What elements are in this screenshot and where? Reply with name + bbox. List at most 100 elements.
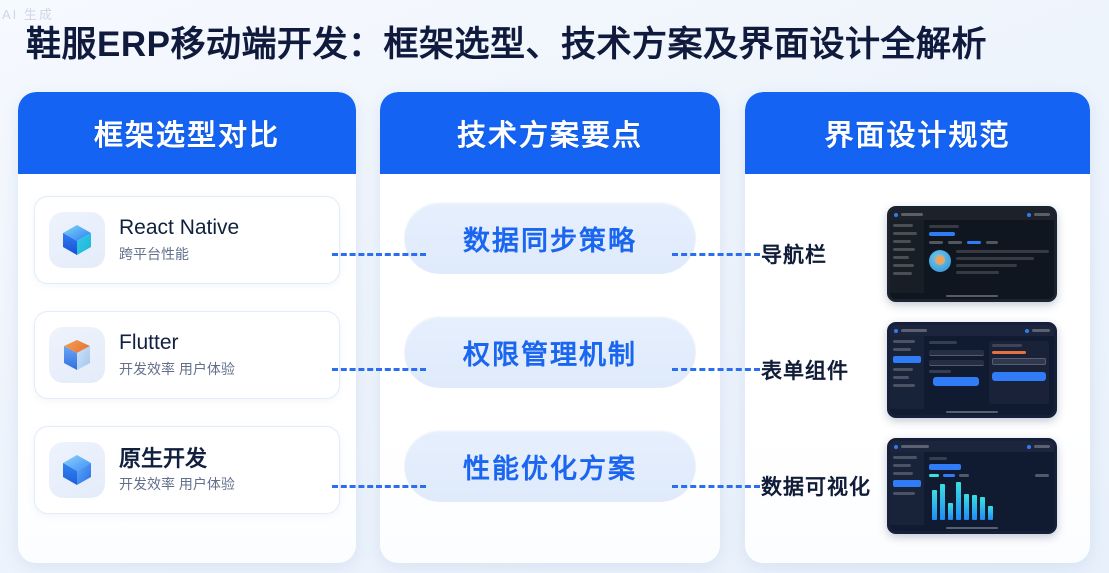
thumbnail-body <box>890 452 1054 525</box>
form-input <box>929 360 984 366</box>
content-tabs <box>929 241 1049 244</box>
form-panel-right <box>988 341 1049 404</box>
panel-body-tech-solution: 数据同步策略 权限管理机制 性能优化方案 <box>380 174 720 563</box>
titlebar-right-placeholder <box>1034 445 1050 448</box>
ui-spec-row-form[interactable]: 表单组件 <box>761 318 1074 422</box>
page-title: 鞋服ERP移动端开发：框架选型、技术方案及界面设计全解析 <box>26 24 987 64</box>
ui-spec-label: 数据可视化 <box>761 476 871 499</box>
framework-card-flutter[interactable]: Flutter 开发效率 用户体验 <box>34 311 340 399</box>
thumbnail-sidebar <box>890 220 924 293</box>
thumbnail-content <box>924 336 1054 409</box>
bar-chart <box>929 480 1049 520</box>
framework-card-text: Flutter 开发效率 用户体验 <box>119 331 235 378</box>
tech-pill-data-sync[interactable]: 数据同步策略 <box>404 202 696 274</box>
ui-spec-row-dataviz[interactable]: 数据可视化 <box>761 434 1074 538</box>
framework-name: 原生开发 <box>119 445 208 471</box>
sidebar-item <box>893 232 917 235</box>
connector-card-to-pill-2 <box>332 368 426 371</box>
cube-icon <box>49 212 105 268</box>
columns-container: 框架选型对比 <box>0 92 1109 564</box>
chart-bar <box>940 484 945 520</box>
connector-card-to-pill-3 <box>332 485 426 488</box>
sidebar-item <box>893 240 911 243</box>
content-tab <box>929 241 943 244</box>
framework-card-text: 原生开发 开发效率 用户体验 <box>119 446 235 494</box>
sidebar-item <box>893 272 912 275</box>
sidebar-item <box>893 348 911 351</box>
connector-pill-to-ui-2 <box>672 368 760 371</box>
form-title <box>929 341 957 344</box>
framework-card-native[interactable]: 原生开发 开发效率 用户体验 <box>34 426 340 514</box>
sidebar-item-active <box>893 480 921 487</box>
tech-pill-performance[interactable]: 性能优化方案 <box>404 430 696 502</box>
panel-framework-comparison: 框架选型对比 <box>18 92 356 563</box>
chart-bar <box>972 495 977 520</box>
framework-subtitle: 跨平台性能 <box>119 245 189 262</box>
ui-spec-row-navbar[interactable]: 导航栏 <box>761 202 1074 306</box>
content-line <box>956 264 1018 267</box>
content-line <box>956 250 1049 253</box>
thumbnail-home-indicator <box>946 295 998 297</box>
ui-spec-label: 导航栏 <box>761 244 827 267</box>
thumbnail-home-indicator <box>946 527 998 529</box>
sidebar-item <box>893 224 913 227</box>
app-dot-icon <box>894 212 898 217</box>
chart-legend <box>929 474 1049 477</box>
titlebar-text-placeholder <box>901 213 923 216</box>
chart-bar <box>956 482 961 520</box>
panel-header-ui-design-spec: 界面设计规范 <box>745 92 1090 174</box>
app-dot-icon <box>894 328 898 333</box>
form-hint <box>929 370 951 373</box>
tech-pill-permission[interactable]: 权限管理机制 <box>404 316 696 388</box>
sidebar-item <box>893 376 909 379</box>
framework-subtitle: 开发效率 用户体验 <box>119 360 235 377</box>
thumbnail-sidebar <box>890 452 924 525</box>
ui-spec-label: 表单组件 <box>761 360 849 383</box>
avatar <box>929 250 951 272</box>
thumbnail-titlebar <box>890 325 1054 336</box>
form-field <box>929 350 984 356</box>
content-text-block <box>956 250 1049 278</box>
form-warning <box>991 351 1026 354</box>
framework-card-text: React Native 跨平台性能 <box>119 216 239 263</box>
sidebar-item <box>893 256 909 259</box>
content-heading <box>929 225 959 228</box>
panel-heading-text: 界面设计规范 <box>824 120 1011 152</box>
chart-bar <box>948 503 953 520</box>
chart-dashboard-thumbnail <box>887 438 1057 534</box>
content-line <box>956 271 999 274</box>
title-bar: 鞋服ERP移动端开发：框架选型、技术方案及界面设计全解析 <box>0 0 1109 82</box>
framework-name: React Native <box>119 216 240 240</box>
panel-body-framework-comparison: React Native 跨平台性能 <box>18 174 356 563</box>
framework-card-react-native[interactable]: React Native 跨平台性能 <box>34 196 340 284</box>
app-dot-icon <box>894 444 898 449</box>
panel-heading-text: 技术方案要点 <box>456 120 643 152</box>
legend-entry <box>929 474 939 477</box>
content-active-tab <box>929 232 955 236</box>
content-tab <box>986 241 998 244</box>
framework-name: Flutter <box>119 331 179 355</box>
panel-ui-design-spec: 界面设计规范 导航栏 <box>745 92 1090 563</box>
titlebar-right-placeholder <box>1034 213 1050 216</box>
connector-card-to-pill-1 <box>332 253 426 256</box>
sidebar-item <box>893 368 913 371</box>
form-select <box>991 358 1046 365</box>
content-profile-block <box>929 250 1049 278</box>
content-tab <box>967 241 981 244</box>
sidebar-item-active <box>893 356 921 363</box>
content-tab <box>948 241 962 244</box>
sidebar-item <box>893 464 911 467</box>
thumbnail-body <box>890 336 1054 409</box>
connector-pill-to-ui-1 <box>672 253 760 256</box>
tech-pill-label: 性能优化方案 <box>463 453 637 484</box>
sidebar-item <box>893 384 915 387</box>
legend-entry <box>943 474 955 477</box>
thumbnail-body <box>890 220 1054 293</box>
form-dashboard-thumbnail <box>887 322 1057 418</box>
sidebar-item <box>893 248 915 251</box>
user-dot-icon <box>1027 212 1031 217</box>
panel-body-ui-design-spec: 导航栏 <box>745 174 1090 563</box>
sidebar-item <box>893 492 915 495</box>
framework-subtitle: 开发效率 用户体验 <box>119 476 235 493</box>
form-input <box>929 350 984 356</box>
